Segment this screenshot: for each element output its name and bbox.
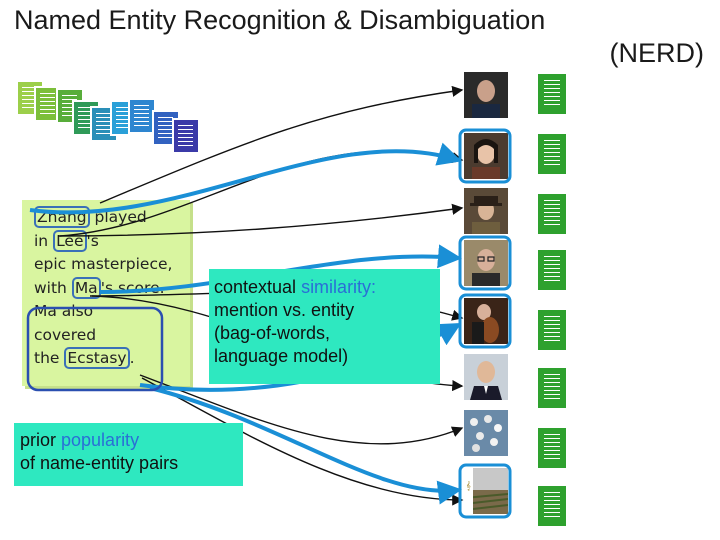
note-line: covered: [34, 324, 172, 348]
wiki-doc-icon[interactable]: [538, 310, 566, 350]
arrow-black: [139, 374, 464, 445]
note-text-span: played: [89, 208, 147, 226]
title-line-1: Named Entity Recognition & Disambiguatio…: [14, 5, 546, 35]
entity-photo-vineyard[interactable]: 𝄞: [464, 468, 508, 514]
selected-entity-outline: [458, 235, 512, 291]
contextual-similarity-text: contextual similarity: mention vs. entit…: [214, 276, 376, 368]
prior-popularity-text: prior popularity of name-entity pairs: [20, 429, 178, 475]
prior-text-span: prior: [20, 430, 62, 450]
entity-photo-man-in-hat[interactable]: [464, 188, 508, 234]
mention-ecstasy[interactable]: Ecstasy: [64, 347, 130, 369]
entity-photo-cellist[interactable]: [464, 298, 508, 344]
note-text-span: with: [34, 278, 72, 297]
wiki-doc-icon[interactable]: [538, 428, 566, 468]
contextual-similarity-box: contextual similarity: mention vs. entit…: [209, 269, 440, 384]
note-text-span: epic masterpiece,: [34, 255, 173, 273]
ctx-line: language model): [214, 346, 349, 366]
wiki-doc-icon[interactable]: [538, 368, 566, 408]
note-text-span: Ma also: [34, 302, 94, 320]
selected-entity-outline: [458, 128, 512, 184]
note-text: Zhang played in Lee's epic masterpiece, …: [34, 206, 172, 371]
note-line: epic masterpiece,: [34, 253, 172, 277]
mention-ma[interactable]: Ma: [71, 276, 101, 299]
ctx-highlight: similarity:: [301, 277, 377, 297]
selected-entity-outline: [458, 463, 512, 519]
arrow-black: [57, 203, 464, 237]
wiki-doc-icon[interactable]: [538, 194, 566, 234]
entity-photo-man-portrait[interactable]: [464, 72, 508, 118]
prior-line: prior popularity: [20, 429, 178, 452]
entity-photo-man-with-glasses[interactable]: [464, 240, 508, 286]
doc-icon: [172, 118, 200, 154]
sentence-outline: [26, 306, 164, 392]
entity-photo-pills[interactable]: [464, 410, 508, 456]
arrow-black: [141, 377, 464, 506]
note-text-span: covered: [34, 325, 97, 344]
ctx-line: mention vs. entity: [214, 300, 355, 320]
wiki-doc-icon[interactable]: [538, 486, 566, 526]
svg-text:𝄞: 𝄞: [466, 481, 471, 490]
note-line: Ma also: [34, 300, 172, 324]
input-text-note: Zhang played in Lee's epic masterpiece, …: [22, 200, 194, 390]
entity-photo-woman-portrait[interactable]: [464, 133, 508, 179]
title-line-2: (NERD): [609, 38, 705, 68]
prior-line: of name-entity pairs: [20, 453, 179, 473]
selected-entity-outline: [458, 293, 512, 349]
prior-highlight: popularity: [61, 430, 140, 450]
arrow-blue: [149, 386, 462, 505]
wiki-doc-icon[interactable]: [538, 134, 566, 174]
slide-title: Named Entity Recognition & Disambiguatio…: [14, 4, 704, 70]
arrow-blue: [29, 142, 462, 215]
note-text-span: the: [34, 349, 65, 367]
wiki-doc-icon[interactable]: [538, 74, 566, 114]
wiki-doc-icon[interactable]: [538, 250, 566, 290]
prior-popularity-box: prior popularity of name-entity pairs: [14, 423, 243, 486]
ctx-line: contextual similarity:: [214, 276, 376, 299]
arrow-black: [99, 85, 464, 204]
arrow-black: [59, 150, 464, 237]
entity-photo-man-in-suit[interactable]: [464, 354, 508, 400]
ctx-line: (bag-of-words,: [214, 323, 331, 343]
ctx-text-span: contextual: [214, 277, 302, 297]
note-line: the Ecstasy.: [34, 347, 172, 371]
doc-icon: [128, 98, 156, 134]
note-text-span: .: [129, 349, 135, 367]
note-text-span: in: [34, 231, 54, 250]
